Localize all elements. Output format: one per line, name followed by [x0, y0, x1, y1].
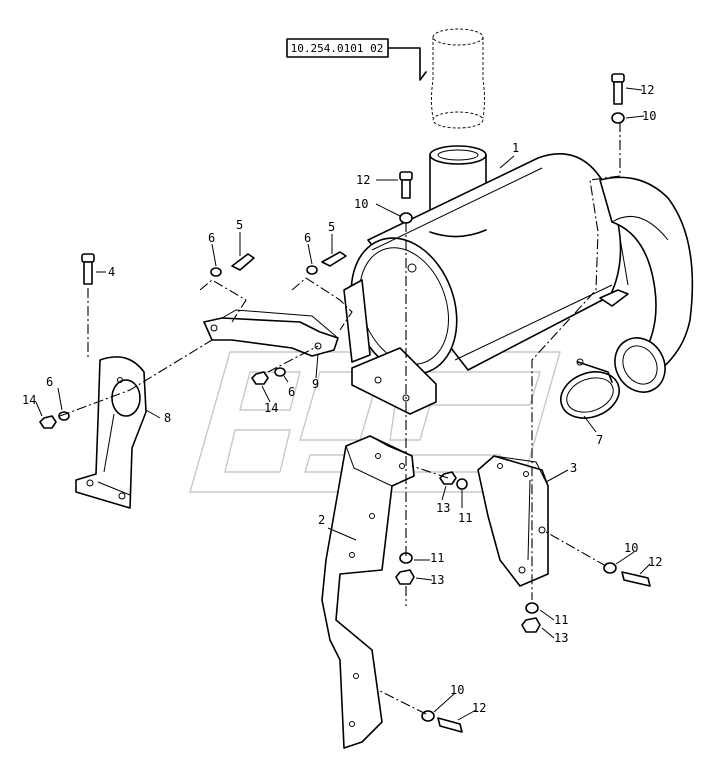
left-support: [75, 356, 147, 509]
callout-10b: 10: [642, 109, 656, 123]
callout-13c: 13: [554, 631, 568, 645]
right-bracket: [477, 455, 549, 587]
reference-box: 10.254.0101 02: [286, 38, 427, 81]
pipe-sleeve: [614, 337, 666, 393]
callout-10d: 10: [450, 683, 464, 697]
callout-5a: 5: [236, 218, 243, 232]
callout-11b: 11: [458, 511, 472, 525]
callout-4: 4: [108, 265, 115, 279]
callout-10c: 10: [624, 541, 638, 555]
callout-10a: 10: [354, 197, 368, 211]
left-bracket: [203, 309, 339, 357]
callout-13b: 13: [436, 501, 450, 515]
callout-6c: 6: [288, 385, 295, 399]
callout-14a: 14: [22, 393, 36, 407]
callout-9: 9: [312, 377, 319, 391]
callout-14b: 14: [264, 401, 278, 415]
callout-5b: 5: [328, 220, 335, 234]
callout-12d: 12: [472, 701, 486, 715]
long-bracket: [321, 435, 415, 749]
callout-2: 2: [318, 513, 325, 527]
callouts: 1 2 3 4 5 5 6 6 6 6 7 8 9 10 10 10 10 11…: [22, 83, 662, 715]
callout-8: 8: [164, 411, 171, 425]
callout-6b: 6: [304, 231, 311, 245]
callout-1: 1: [512, 141, 519, 155]
intake-pipe-phantom: [431, 28, 485, 129]
callout-12a: 12: [356, 173, 370, 187]
callout-11a: 11: [430, 551, 444, 565]
leader-lines: [35, 87, 651, 721]
assembly-lines: [59, 122, 621, 715]
clamp: [560, 358, 620, 419]
callout-11c: 11: [554, 613, 568, 627]
callout-12b: 12: [640, 83, 654, 97]
callout-12c: 12: [648, 555, 662, 569]
callout-6d: 6: [46, 375, 53, 389]
callout-13a: 13: [430, 573, 444, 587]
reference-code: 10.254.0101 02: [291, 42, 384, 55]
callout-6a: 6: [208, 231, 215, 245]
callout-3: 3: [570, 461, 577, 475]
callout-7: 7: [596, 433, 603, 447]
muffler-body: [343, 145, 694, 415]
fasteners: [39, 73, 651, 733]
